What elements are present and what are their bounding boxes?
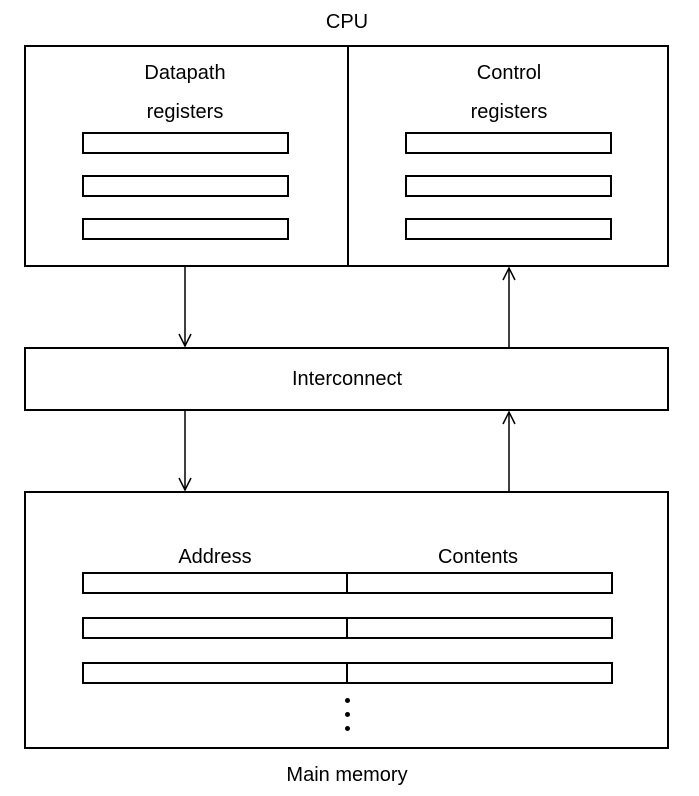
arrow-memory-to-interconnect: [502, 410, 516, 491]
datapath-label: Datapath: [144, 62, 226, 84]
datapath-register: [82, 218, 289, 240]
interconnect-label: Interconnect: [291, 368, 403, 390]
datapath-register: [82, 132, 289, 154]
control-register: [405, 218, 612, 240]
arrow-interconnect-to-control: [502, 266, 516, 347]
ellipsis-dot: [345, 698, 350, 703]
memory-row-divider: [346, 572, 348, 594]
arrow-interconnect-to-memory: [178, 411, 192, 492]
control-register: [405, 175, 612, 197]
ellipsis-dot: [345, 712, 350, 717]
ellipsis-dot: [345, 726, 350, 731]
contents-header: Contents: [437, 546, 519, 568]
cpu-divider: [347, 46, 349, 266]
arrow-datapath-to-interconnect: [178, 267, 192, 348]
control-registers-label: registers: [470, 101, 548, 123]
memory-row-divider: [346, 662, 348, 684]
main-memory-title: Main memory: [286, 764, 408, 786]
control-register: [405, 132, 612, 154]
datapath-register: [82, 175, 289, 197]
interconnect-box: [24, 347, 669, 411]
cpu-title: CPU: [325, 11, 369, 33]
address-header: Address: [178, 546, 252, 568]
control-label: Control: [476, 62, 542, 84]
datapath-registers-label: registers: [146, 101, 224, 123]
memory-row-divider: [346, 617, 348, 639]
